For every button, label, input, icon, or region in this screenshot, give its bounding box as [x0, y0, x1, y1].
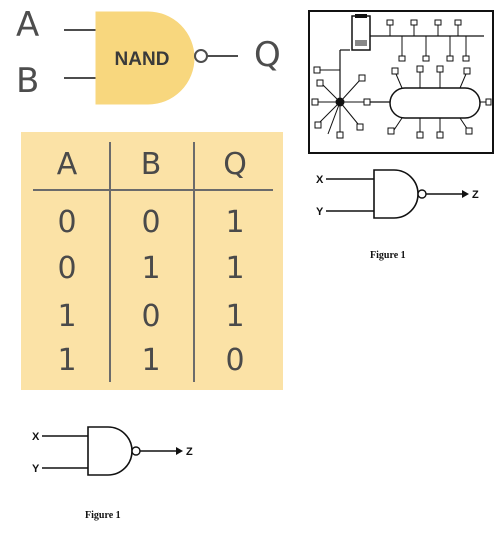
cell-r2-q: 1	[225, 251, 245, 286]
figure-right-caption: Figure 1	[370, 250, 406, 261]
cell-r1-b: 0	[141, 205, 161, 240]
header-b: B	[140, 147, 162, 182]
figure-right-nand: X Y Z	[316, 169, 479, 219]
network-topology-image	[308, 10, 494, 154]
cell-r1-q: 1	[225, 205, 245, 240]
column-divider-1	[109, 142, 111, 382]
header-a: A	[56, 147, 78, 182]
cell-r3-b: 0	[141, 299, 161, 334]
cell-r4-a: 1	[57, 343, 77, 378]
figure-bottom-nand: X Y Z	[32, 426, 193, 476]
truth-table: A B Q 0 0 1 0 1 1 1 0 1 1 1 0	[21, 132, 283, 390]
cell-r3-a: 1	[57, 299, 77, 334]
figure-bottom-caption: Figure 1	[85, 510, 121, 521]
nand-body	[95, 11, 195, 105]
figure-bottom-x-label: X	[32, 431, 40, 443]
column-divider-2	[193, 142, 195, 382]
figure-bottom-z-label: Z	[186, 446, 193, 458]
figure-right-y-label: Y	[316, 206, 324, 218]
ring-topology	[389, 87, 481, 119]
figure-right-gate-body	[373, 169, 419, 219]
gate-name-label: NAND	[115, 49, 170, 70]
cell-r3-q: 1	[225, 299, 245, 334]
figure-right-z-label: Z	[472, 189, 479, 201]
nand-gate-symbol: NAND	[64, 11, 238, 105]
cell-r1-a: 0	[57, 205, 77, 240]
figure-right-x-label: X	[316, 174, 324, 186]
output-q-label: Q	[254, 35, 281, 75]
input-a-label: A	[16, 5, 40, 45]
header-divider	[33, 189, 273, 191]
input-b-label: B	[16, 61, 40, 101]
inversion-bubble	[194, 49, 208, 63]
cell-r4-b: 1	[141, 343, 161, 378]
figure-bottom-y-label: Y	[32, 463, 40, 475]
cell-r2-a: 0	[57, 251, 77, 286]
cell-r4-q: 0	[225, 343, 245, 378]
header-q: Q	[223, 147, 247, 182]
figure-bottom-gate-body	[87, 426, 133, 476]
cell-r2-b: 1	[141, 251, 161, 286]
star-topology	[311, 74, 371, 139]
